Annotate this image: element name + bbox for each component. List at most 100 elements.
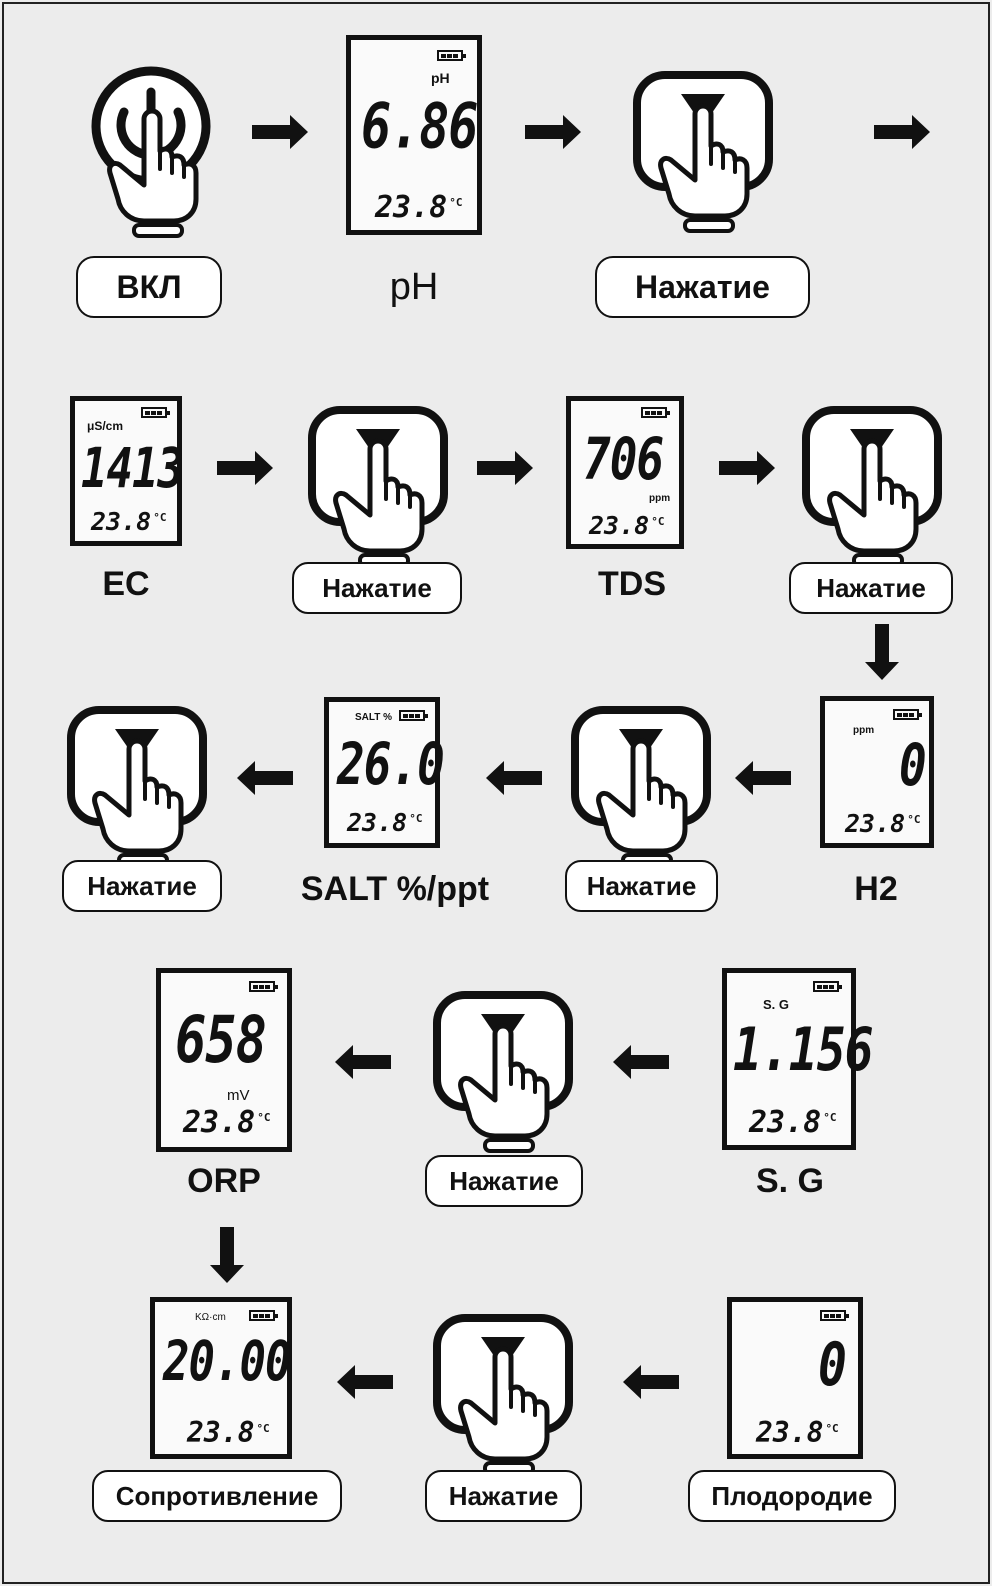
arrow-icon	[623, 1365, 679, 1399]
display-unit: KΩ·cm	[195, 1312, 226, 1323]
degree-unit: °C	[825, 1421, 839, 1435]
degree-unit: °C	[256, 1421, 270, 1435]
arrow-icon	[335, 1045, 391, 1079]
battery-icon	[249, 981, 278, 992]
arrow-icon	[486, 761, 542, 795]
degree-unit: °C	[449, 196, 463, 209]
arrow-icon	[337, 1365, 393, 1399]
temperature-value: 23.8	[187, 1416, 255, 1449]
arrow-icon	[217, 451, 273, 485]
display-temperature: 23.8°C	[589, 511, 664, 540]
ph-display: pH 6.86 23.8°C	[346, 35, 482, 235]
arrow-icon	[613, 1045, 669, 1079]
display-value: 1.156	[733, 1015, 873, 1085]
temperature-value: 23.8	[749, 1105, 822, 1140]
display-value: 1413	[81, 437, 184, 501]
display-temperature: 23.8°C	[375, 190, 463, 225]
power-button-icon	[91, 66, 211, 236]
label-sg: S. G	[755, 1162, 825, 1200]
battery-icon	[893, 709, 922, 720]
label-press: Нажатие	[292, 562, 462, 614]
temperature-value: 23.8	[756, 1416, 824, 1449]
label-press: Нажатие	[789, 562, 953, 614]
display-unit: SALT %	[355, 712, 393, 723]
battery-icon	[813, 981, 842, 992]
display-temperature: 23.8°C	[845, 809, 920, 838]
display-temperature: 23.8°C	[91, 507, 166, 536]
label-ec: EC	[102, 565, 150, 603]
resistance-display: KΩ·cm 20.00 23.8°C	[150, 1297, 292, 1459]
battery-icon	[141, 407, 170, 418]
degree-unit: °C	[651, 514, 665, 528]
arrow-icon	[874, 115, 930, 149]
label-press: Нажатие	[62, 860, 222, 912]
battery-icon	[399, 710, 428, 721]
label-on: ВКЛ	[76, 256, 222, 318]
display-temperature: 23.8°C	[347, 808, 422, 837]
temperature-value: 23.8	[347, 808, 408, 837]
ec-display: μS/cm 1413 23.8°C	[70, 396, 184, 546]
label-fertility: Плодородие	[688, 1470, 896, 1522]
degree-unit: °C	[257, 1111, 271, 1124]
display-value: 0	[899, 731, 927, 799]
label-press: Нажатие	[425, 1155, 583, 1207]
temperature-value: 23.8	[375, 190, 448, 225]
temperature-value: 23.8	[589, 511, 650, 540]
press-button-icon	[71, 710, 203, 866]
display-value: 20.00	[163, 1330, 291, 1394]
orp-display: 658 mV 23.8°C	[156, 968, 292, 1152]
tds-display: 706 ppm 23.8°C	[566, 396, 684, 549]
battery-icon	[249, 1310, 278, 1321]
press-button-icon	[312, 410, 444, 566]
press-button-icon	[437, 1318, 569, 1474]
display-temperature: 23.8°C	[756, 1416, 839, 1449]
label-ph: pH	[389, 266, 439, 308]
display-value: 0	[818, 1330, 847, 1400]
arrow-icon	[735, 761, 791, 795]
label-salt: SALT %/ppt	[300, 870, 490, 908]
degree-unit: °C	[907, 812, 921, 826]
temperature-value: 23.8	[183, 1105, 256, 1140]
display-unit: pH	[431, 70, 450, 86]
h2-display: ppm 0 23.8°C	[820, 696, 934, 848]
label-h2: H2	[854, 870, 898, 908]
label-orp: ORP	[187, 1162, 261, 1200]
sg-display: S. G 1.156 23.8°C	[722, 968, 873, 1150]
display-temperature: 23.8°C	[749, 1105, 837, 1140]
press-button-icon	[575, 710, 707, 866]
display-value: 658	[175, 1003, 267, 1078]
arrow-icon	[719, 451, 775, 485]
label-press: Нажатие	[565, 860, 718, 912]
battery-icon	[820, 1310, 849, 1321]
temperature-value: 23.8	[845, 809, 906, 838]
label-tds: TDS	[598, 565, 666, 603]
degree-unit: °C	[823, 1111, 837, 1124]
battery-icon	[641, 407, 670, 418]
salt-display: SALT % 26.0 23.8°C	[324, 697, 445, 848]
arrow-icon	[210, 1227, 244, 1283]
display-value: 26.0	[337, 730, 445, 798]
display-temperature: 23.8°C	[183, 1105, 271, 1140]
arrow-icon	[525, 115, 581, 149]
press-button-icon	[437, 995, 569, 1151]
display-value: 6.86	[361, 90, 478, 163]
degree-unit: °C	[153, 510, 167, 524]
press-button-icon	[806, 410, 938, 566]
display-unit: S. G	[763, 997, 790, 1012]
degree-unit: °C	[409, 811, 423, 825]
fertility-display: 0 23.8°C	[727, 1297, 863, 1459]
display-temperature: 23.8°C	[187, 1416, 270, 1449]
label-press: Нажатие	[425, 1470, 582, 1522]
arrow-icon	[865, 624, 899, 680]
display-unit: μS/cm	[87, 419, 124, 433]
arrow-icon	[237, 761, 293, 795]
arrow-icon	[252, 115, 308, 149]
temperature-value: 23.8	[91, 507, 152, 536]
arrow-icon	[477, 451, 533, 485]
label-press: Нажатие	[595, 256, 810, 318]
label-resistance: Сопротивление	[92, 1470, 342, 1522]
battery-icon	[437, 50, 466, 61]
press-button-icon	[637, 75, 769, 231]
